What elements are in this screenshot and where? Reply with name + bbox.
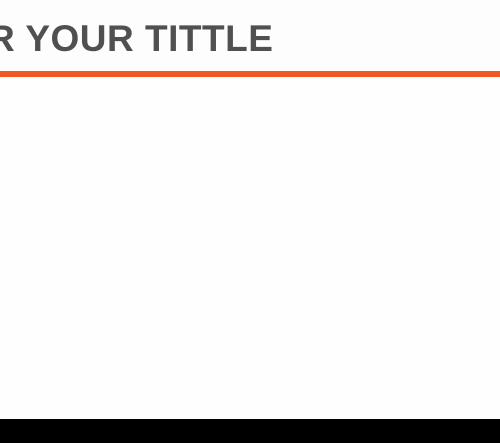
title-underline-rule — [0, 71, 500, 77]
slide-title: R YOUR TITTLE — [0, 18, 274, 59]
bottom-black-bar — [0, 419, 500, 443]
slide-content-area — [0, 77, 500, 419]
